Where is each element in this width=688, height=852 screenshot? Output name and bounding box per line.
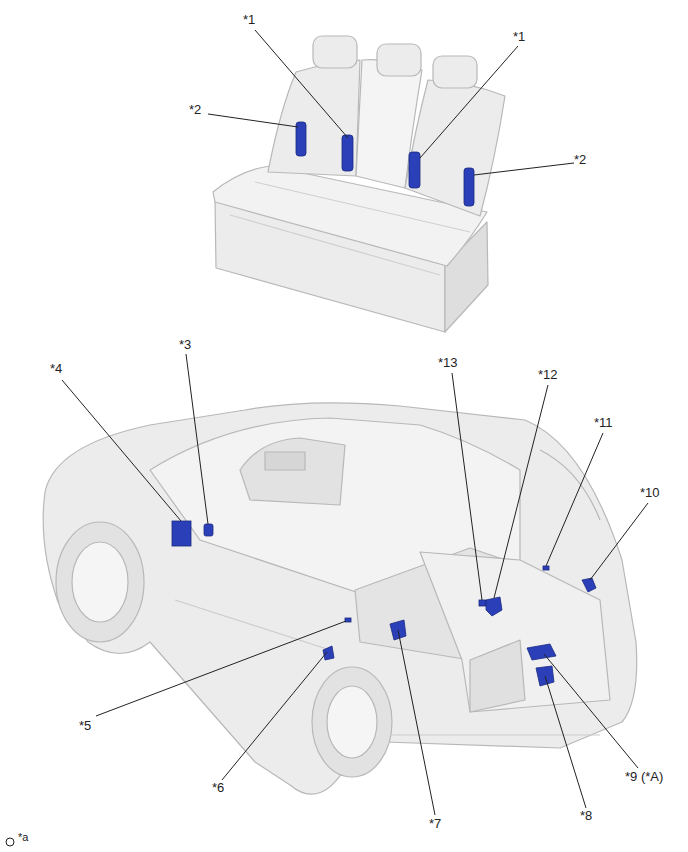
callout-number: *10 [640,486,660,500]
vehicle-parts [172,521,596,686]
rear-seat [213,36,505,332]
callout-number: *1 [243,13,255,27]
callout-number: *2 [574,153,586,167]
callout-number: *8 [580,809,592,823]
callout-number: *4 [50,362,62,376]
callout-number: *13 [438,356,458,370]
leader-lines [62,30,648,815]
callout-number: *7 [429,817,441,831]
circle-symbol [6,838,14,846]
callout-number: *a [18,830,28,844]
vehicle-body [43,403,637,794]
callout-number: *5 [79,719,91,733]
callout-number: *6 [212,781,224,795]
callout-number: *12 [538,368,558,382]
callout-number: *3 [179,338,191,352]
callout-number: *1 [513,30,525,44]
callout-number: *9 (*A) [625,770,663,784]
seat-buckles [296,122,474,206]
callout-number: *2 [189,103,201,117]
callout-number: *11 [594,416,613,430]
